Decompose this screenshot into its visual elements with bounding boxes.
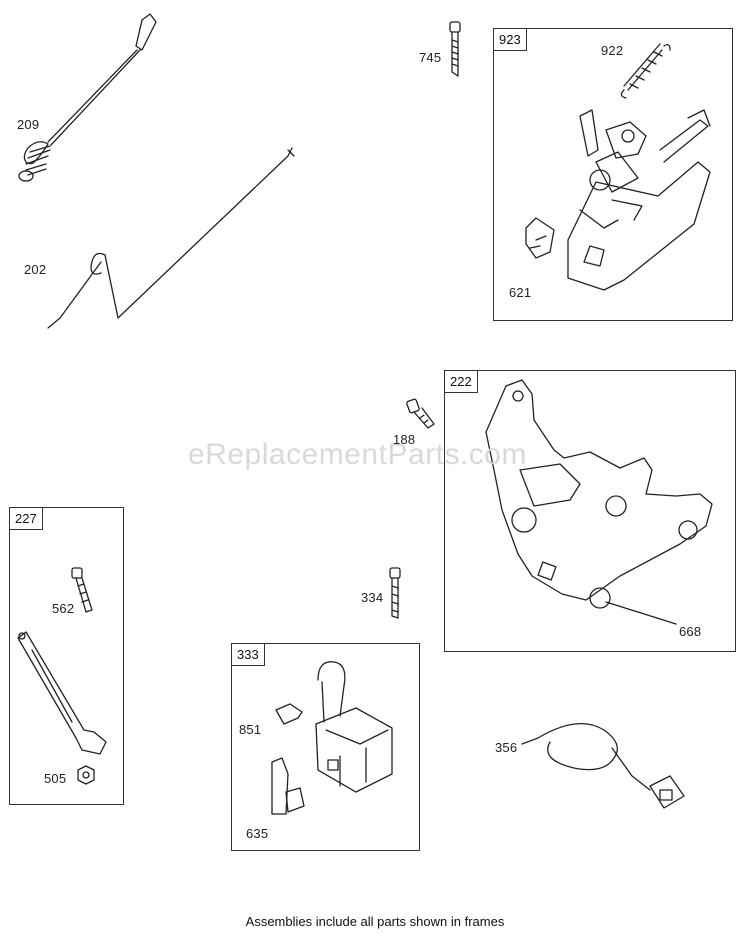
assembly-frame-923: 923 bbox=[493, 28, 733, 321]
part-851-clip-drawing bbox=[275, 703, 303, 725]
part-188-screw-drawing bbox=[406, 398, 435, 429]
part-356-wire-drawing bbox=[521, 723, 685, 809]
frame-label-923: 923 bbox=[494, 29, 527, 51]
part-label-334: 334 bbox=[361, 590, 384, 605]
part-label-356: 356 bbox=[495, 740, 518, 755]
part-334-screw-drawing bbox=[389, 567, 401, 619]
part-label-851: 851 bbox=[239, 722, 262, 737]
part-label-188: 188 bbox=[393, 432, 416, 447]
part-209-spring-drawing bbox=[18, 13, 157, 182]
part-621-clip-drawing bbox=[525, 217, 555, 259]
part-label-635: 635 bbox=[246, 826, 269, 841]
part-222-plate-drawing bbox=[485, 379, 713, 609]
frame-label-333: 333 bbox=[232, 644, 265, 666]
part-922-spring-drawing bbox=[620, 43, 671, 99]
part-333-coil-drawing bbox=[315, 661, 393, 793]
part-label-209: 209 bbox=[17, 117, 40, 132]
part-635-boot-drawing bbox=[271, 757, 305, 815]
footer-note: Assemblies include all parts shown in fr… bbox=[245, 914, 505, 929]
part-745-screw-drawing bbox=[449, 21, 461, 77]
part-label-668: 668 bbox=[679, 624, 702, 639]
part-227-lever-drawing bbox=[17, 631, 107, 755]
frame-label-227: 227 bbox=[10, 508, 43, 530]
part-label-202: 202 bbox=[24, 262, 47, 277]
watermark-text: eReplacementParts.com bbox=[188, 438, 527, 471]
part-923-bracket-drawing bbox=[567, 109, 711, 291]
leader-668 bbox=[605, 601, 677, 625]
assembly-frame-222: 222 bbox=[444, 370, 736, 652]
part-202-rod-drawing bbox=[47, 147, 295, 329]
part-505-nut-drawing bbox=[77, 765, 95, 785]
part-562-screw-drawing bbox=[71, 567, 93, 613]
part-label-562: 562 bbox=[52, 601, 75, 616]
assembly-frame-227: 227 bbox=[9, 507, 124, 805]
assembly-frame-333: 333 bbox=[231, 643, 420, 851]
part-label-621: 621 bbox=[509, 285, 532, 300]
frame-label-222: 222 bbox=[445, 371, 478, 393]
part-label-505: 505 bbox=[44, 771, 67, 786]
part-label-745: 745 bbox=[419, 50, 442, 65]
part-label-922: 922 bbox=[601, 43, 624, 58]
